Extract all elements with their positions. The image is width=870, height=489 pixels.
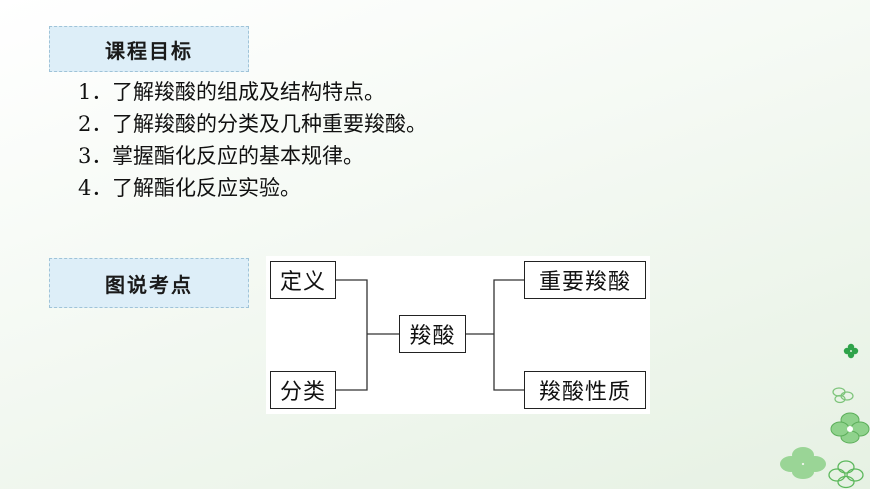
item-number: 3． <box>78 144 113 168</box>
clover-outline-icon <box>828 460 864 489</box>
item-number: 2． <box>78 112 113 136</box>
item-text: 了解酯化反应实验。 <box>112 176 301 200</box>
clover-large-icon <box>780 447 826 479</box>
node-classification: 分类 <box>270 371 336 409</box>
list-item: 3．掌握酯化反应的基本规律。 <box>78 140 427 172</box>
node-important-acids: 重要羧酸 <box>524 261 646 299</box>
list-item: 1．了解羧酸的组成及结构特点。 <box>78 76 427 108</box>
clover-icon <box>830 412 870 444</box>
right-bracket-line <box>493 279 524 391</box>
item-text: 了解羧酸的分类及几种重要羧酸。 <box>112 112 427 136</box>
course-goals-heading: 课程目标 <box>49 26 249 72</box>
leaf-decoration-icon <box>843 343 859 359</box>
item-number: 4． <box>78 176 113 200</box>
concept-map-heading: 图说考点 <box>49 258 249 308</box>
list-item: 4．了解酯化反应实验。 <box>78 172 427 204</box>
diagram-connectors <box>336 279 524 391</box>
item-text: 掌握酯化反应的基本规律。 <box>112 144 364 168</box>
item-number: 1． <box>78 80 113 104</box>
node-definition: 定义 <box>270 261 336 299</box>
list-item: 2．了解羧酸的分类及几种重要羧酸。 <box>78 108 427 140</box>
node-acid-properties: 羧酸性质 <box>524 371 646 409</box>
leaf-outline-icon <box>832 387 854 404</box>
concept-diagram: 定义 分类 羧酸 重要羧酸 羧酸性质 <box>266 256 650 414</box>
item-text: 了解羧酸的组成及结构特点。 <box>112 80 385 104</box>
goal-list: 1．了解羧酸的组成及结构特点。 2．了解羧酸的分类及几种重要羧酸。 3．掌握酯化… <box>78 76 427 204</box>
left-bracket-line <box>336 279 368 391</box>
node-carboxylic-acid: 羧酸 <box>399 315 466 353</box>
